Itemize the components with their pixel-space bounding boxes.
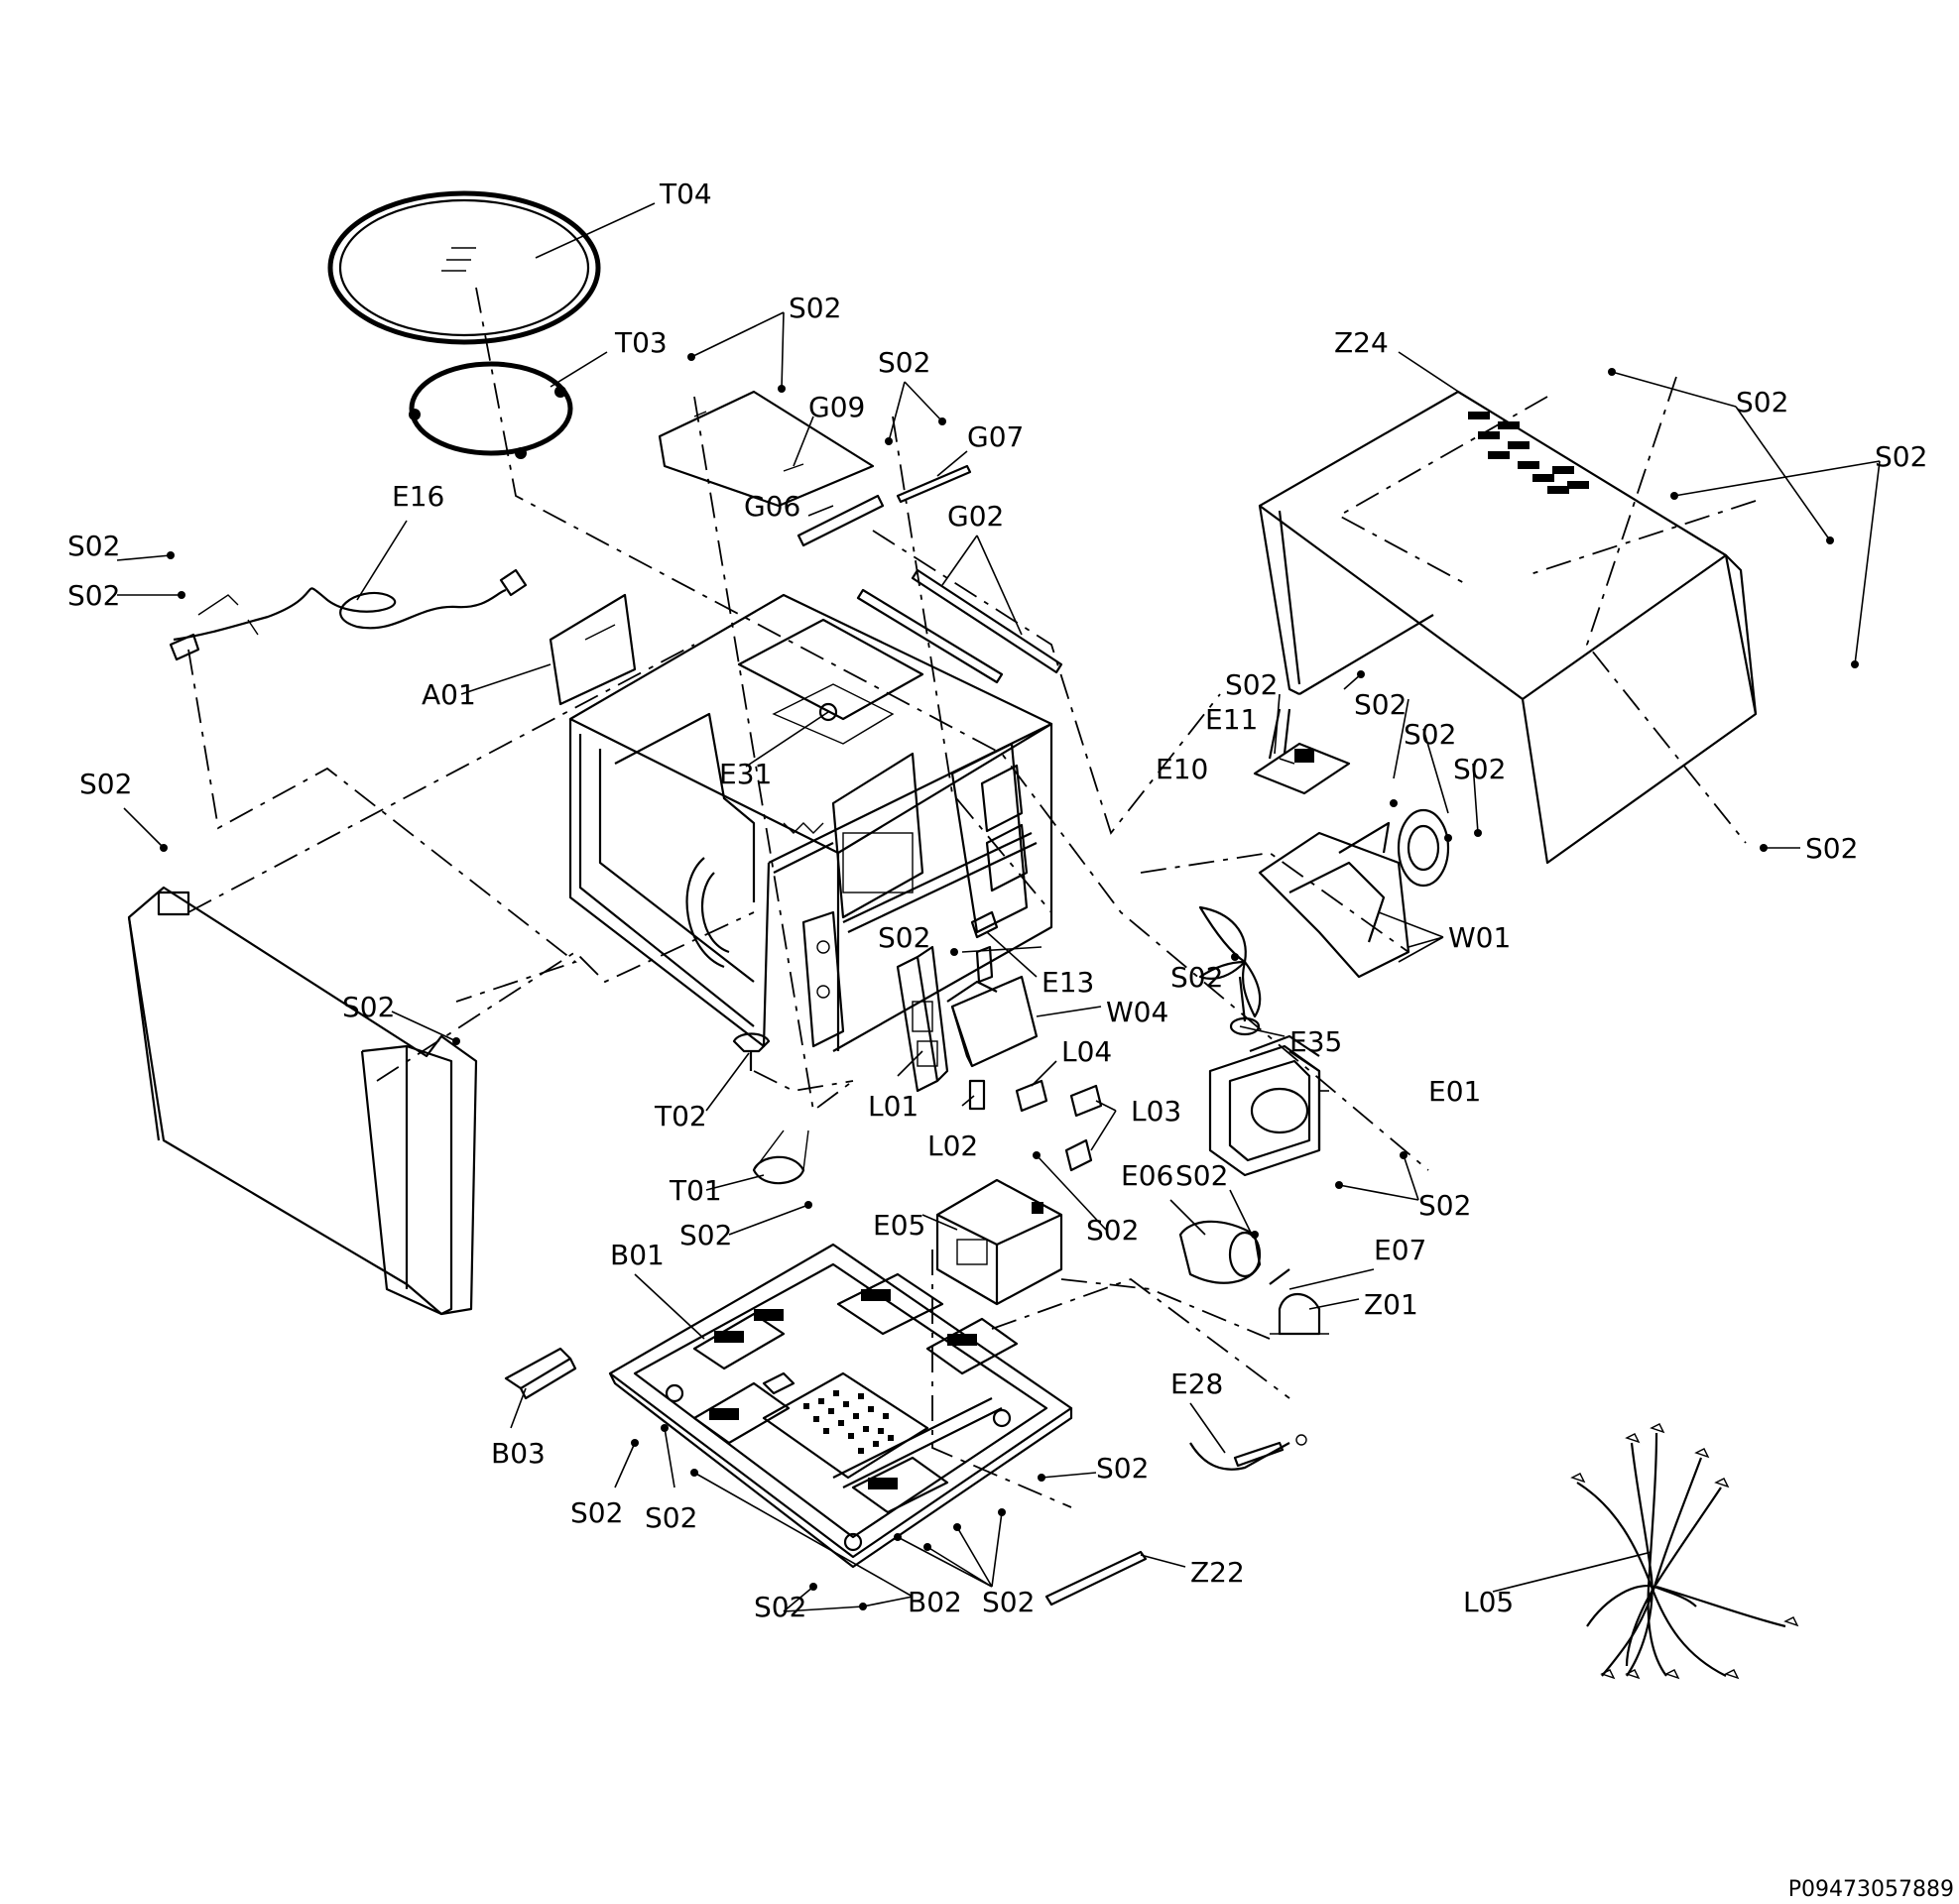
label-e06: E06 xyxy=(1121,1159,1173,1192)
top-cover-g09 xyxy=(658,390,875,508)
switch-l03 xyxy=(1064,1084,1103,1172)
label-s02: S02 xyxy=(1175,1159,1228,1192)
rod-g07 xyxy=(896,464,972,504)
bracket-g06 xyxy=(796,494,885,547)
duct-w04 xyxy=(946,975,1039,1068)
label-s02: S02 xyxy=(982,1586,1035,1618)
label-t03: T03 xyxy=(614,326,668,359)
label-s02: S02 xyxy=(645,1501,697,1534)
label-s02: S02 xyxy=(1805,832,1858,865)
label-g07: G07 xyxy=(967,420,1024,453)
label-a01: A01 xyxy=(422,678,476,711)
label-s02: S02 xyxy=(1096,1452,1149,1485)
thermostat-e10-e11 xyxy=(1253,708,1351,795)
label-s02: S02 xyxy=(342,991,395,1023)
label-w04: W04 xyxy=(1106,996,1168,1028)
label-e28: E28 xyxy=(1170,1368,1223,1400)
base-plate-b01 xyxy=(608,1243,1073,1569)
label-t02: T02 xyxy=(654,1100,707,1132)
label-t01: T01 xyxy=(669,1174,722,1207)
label-s02: S02 xyxy=(789,292,841,324)
oven-cavity xyxy=(568,593,1053,1052)
label-s02: S02 xyxy=(79,768,132,800)
label-e05: E05 xyxy=(873,1209,925,1242)
thermal-cutout-e35 xyxy=(1229,976,1261,1036)
switch-l02 xyxy=(968,1079,986,1111)
callout-labels: T04 T03 E16 A01 E31 G09 G07 G06 G02 Z24 … xyxy=(67,178,1954,1902)
rails-g02 xyxy=(856,568,1063,684)
label-s02: S02 xyxy=(1736,386,1788,418)
label-s02: S02 xyxy=(1354,688,1407,721)
label-b02: B02 xyxy=(908,1586,962,1618)
outer-case-z24 xyxy=(1258,390,1758,865)
turntable-motor-t01 xyxy=(752,1130,809,1185)
label-e16: E16 xyxy=(392,480,444,513)
label-s02: S02 xyxy=(570,1496,623,1529)
power-cord-e16 xyxy=(169,568,528,661)
label-l03: L03 xyxy=(1131,1095,1181,1128)
hv-wire-e28 xyxy=(1189,1434,1307,1471)
label-s02: S02 xyxy=(679,1219,732,1251)
label-s02: S02 xyxy=(1086,1214,1139,1247)
label-l01: L01 xyxy=(868,1090,918,1123)
magnetron-e01 xyxy=(1208,1034,1321,1177)
label-z22: Z22 xyxy=(1190,1556,1245,1589)
waveguide-plate-a01 xyxy=(549,593,637,706)
label-b03: B03 xyxy=(491,1437,546,1470)
reference-number: P09473057889 xyxy=(1788,1877,1954,1902)
label-e10: E10 xyxy=(1156,753,1208,785)
label-s02: S02 xyxy=(67,530,120,562)
label-g06: G06 xyxy=(744,490,800,523)
label-e11: E11 xyxy=(1205,703,1258,736)
lamp-e13 xyxy=(970,910,999,984)
wire-harness-l05 xyxy=(1570,1423,1799,1680)
label-s02: S02 xyxy=(1875,440,1927,473)
glass-tray-t04 xyxy=(327,190,601,345)
assembly-lines xyxy=(187,287,1757,1508)
label-s02: S02 xyxy=(67,579,120,612)
label-l02: L02 xyxy=(927,1130,978,1162)
label-b01: B01 xyxy=(610,1239,665,1271)
label-l04: L04 xyxy=(1061,1035,1112,1068)
strip-z22 xyxy=(1044,1550,1148,1606)
vent-slots xyxy=(1468,412,1589,494)
roller-ring-t03 xyxy=(409,361,573,459)
bracket-z01 xyxy=(1270,1293,1329,1336)
label-s02: S02 xyxy=(878,921,930,954)
label-s02: S02 xyxy=(1418,1189,1471,1222)
transformer-e05 xyxy=(935,1178,1063,1306)
label-s02: S02 xyxy=(878,346,930,379)
bracket-b03 xyxy=(504,1347,577,1400)
label-s02: S02 xyxy=(754,1591,806,1623)
label-e01: E01 xyxy=(1428,1075,1481,1108)
label-t04: T04 xyxy=(659,178,712,210)
base-grille xyxy=(803,1390,894,1454)
label-s02: S02 xyxy=(1170,961,1223,994)
label-z01: Z01 xyxy=(1364,1288,1418,1321)
label-e35: E35 xyxy=(1289,1025,1342,1058)
label-e31: E31 xyxy=(719,758,772,790)
door-assembly xyxy=(127,886,478,1316)
diode-e07 xyxy=(1269,1268,1290,1285)
label-s02: S02 xyxy=(1453,753,1506,785)
label-g02: G02 xyxy=(947,500,1004,533)
label-g09: G09 xyxy=(808,391,865,423)
leader-lines xyxy=(116,202,1881,1612)
latch-board-l01 xyxy=(896,945,949,1093)
capacitor-e06 xyxy=(1178,1220,1262,1284)
label-l05: L05 xyxy=(1463,1586,1514,1618)
label-w01: W01 xyxy=(1448,921,1511,954)
label-s02: S02 xyxy=(1404,718,1456,751)
fan-assembly-w01 xyxy=(1198,808,1450,1018)
label-s02: S02 xyxy=(1225,668,1278,701)
label-e13: E13 xyxy=(1041,966,1094,999)
label-e07: E07 xyxy=(1374,1234,1426,1266)
label-z24: Z24 xyxy=(1334,326,1389,359)
coupler-t02 xyxy=(732,1032,771,1071)
